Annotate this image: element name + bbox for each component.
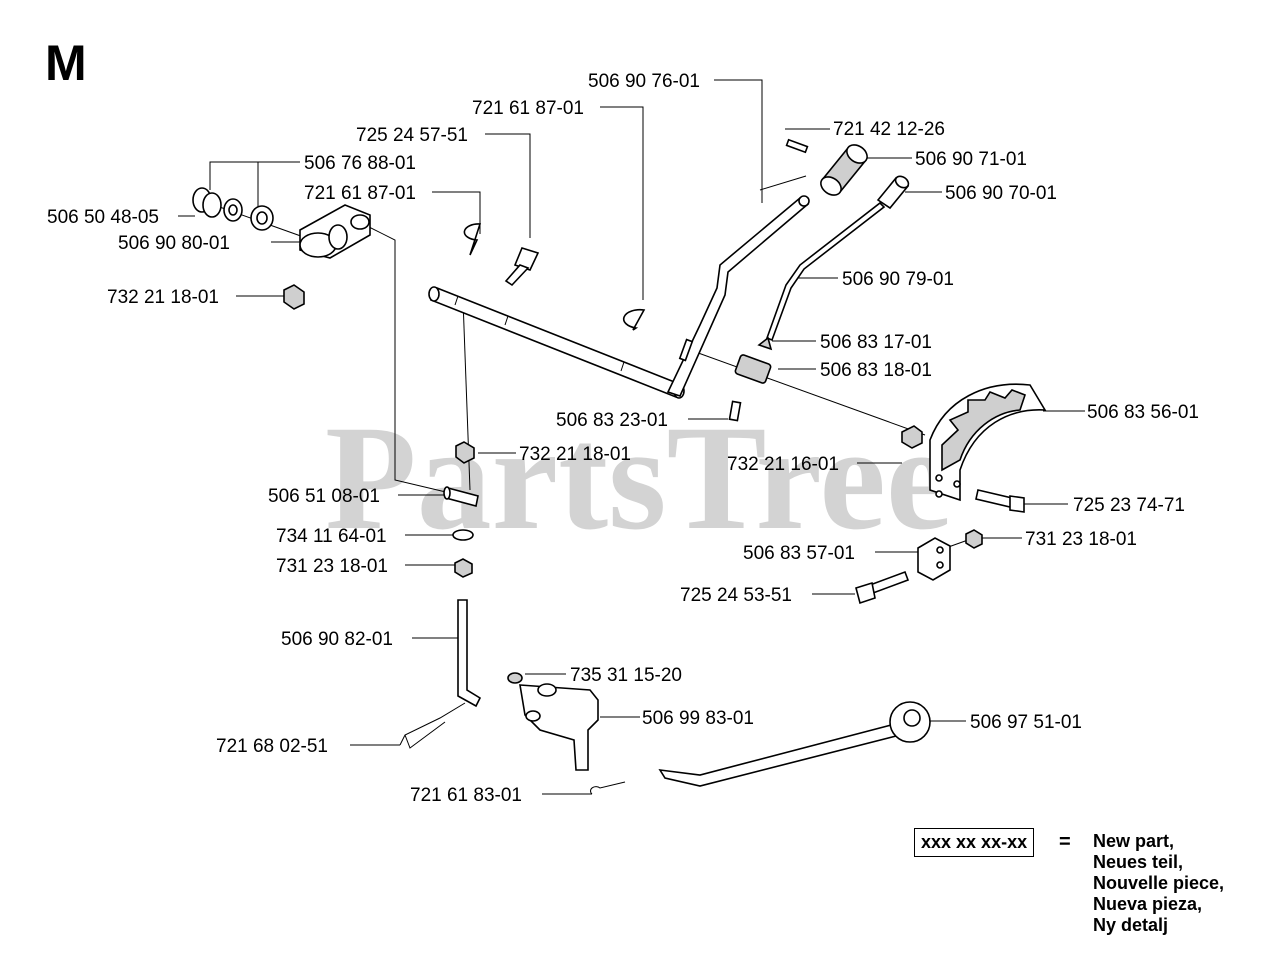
callout-label: 506 90 82-01 [281,629,393,650]
callout-label: 506 83 57-01 [743,543,855,564]
legend-code-box: xxx xx xx-xx [914,828,1035,857]
callout-label: 725 24 53-51 [680,585,792,606]
callout-label: 732 21 16-01 [727,454,839,475]
washer [452,529,474,541]
legend-item: Nouvelle piece, [1093,873,1225,893]
legend-equals: = [1059,831,1071,853]
callout-label: 735 31 15-20 [570,665,682,686]
watermark: PartsTree [325,395,952,561]
bushings [192,187,274,231]
callout-label: 506 50 48-05 [47,207,159,228]
release-rod [728,175,910,422]
nut-2 [901,425,923,449]
section-letter: M [45,35,87,91]
clamp-block [917,537,951,581]
grip [785,138,868,196]
legend-item: Neues teil, [1093,852,1184,872]
callout-labels: 506 90 76-01 721 61 87-01 725 24 57-51 7… [47,71,1199,806]
callout-label: 506 90 76-01 [588,71,700,92]
callout-label: 506 97 51-01 [970,712,1082,733]
sector-gear [929,383,1047,502]
callout-label: 506 51 08-01 [268,486,380,507]
shaft-bolts [463,223,646,331]
callout-label: 506 90 70-01 [945,183,1057,204]
legend-item: New part, [1093,831,1175,851]
lever [666,195,810,397]
part-drawings [192,138,1047,795]
callout-label: 721 61 87-01 [304,183,416,204]
nut-4 [455,441,475,464]
callout-label: 506 90 80-01 [118,233,230,254]
nut-3 [965,529,983,549]
clip-2 [590,781,626,795]
pin-center [443,486,479,507]
callout-label: 731 23 18-01 [1025,529,1137,550]
callout-label: 506 83 56-01 [1087,402,1199,423]
clip [399,702,466,749]
legend-list: New part, Neues teil, Nouvelle piece, Nu… [1093,831,1224,936]
callout-label: 732 21 18-01 [107,287,219,308]
callout-label: 506 83 23-01 [556,410,668,431]
callout-label: 721 68 02-51 [216,736,328,757]
legend-item: Ny detalj [1093,915,1169,935]
pivot-bracket [299,204,371,259]
bolt-gear [975,489,1025,513]
callout-label: 732 21 18-01 [519,444,631,465]
callout-label: 506 90 71-01 [915,149,1027,170]
callout-label: 721 42 12-26 [833,119,945,140]
callout-label: 734 11 64-01 [276,526,387,547]
callout-label: 721 61 83-01 [410,785,522,806]
callout-label: 721 61 87-01 [472,98,584,119]
bolt-clamp [855,570,910,605]
link-rod [658,701,931,787]
threaded-rod [457,599,482,708]
nut-1 [283,284,305,310]
legend-item: Nueva pieza, [1093,894,1203,914]
callout-label: 506 90 79-01 [842,269,954,290]
callout-label: 725 23 74-71 [1073,495,1185,516]
lower-bracket [507,672,599,771]
shaft [428,286,685,399]
callout-label: 506 83 18-01 [820,360,932,381]
callout-label: 506 83 17-01 [820,332,932,353]
callout-label: 725 24 57-51 [356,125,468,146]
legend: xxx xx xx-xx = New part, Neues teil, Nou… [914,828,1224,935]
callout-label: 506 99 83-01 [642,708,754,729]
nut-5 [454,558,473,578]
callout-label: 731 23 18-01 [276,556,388,577]
callout-label: 506 76 88-01 [304,153,416,174]
